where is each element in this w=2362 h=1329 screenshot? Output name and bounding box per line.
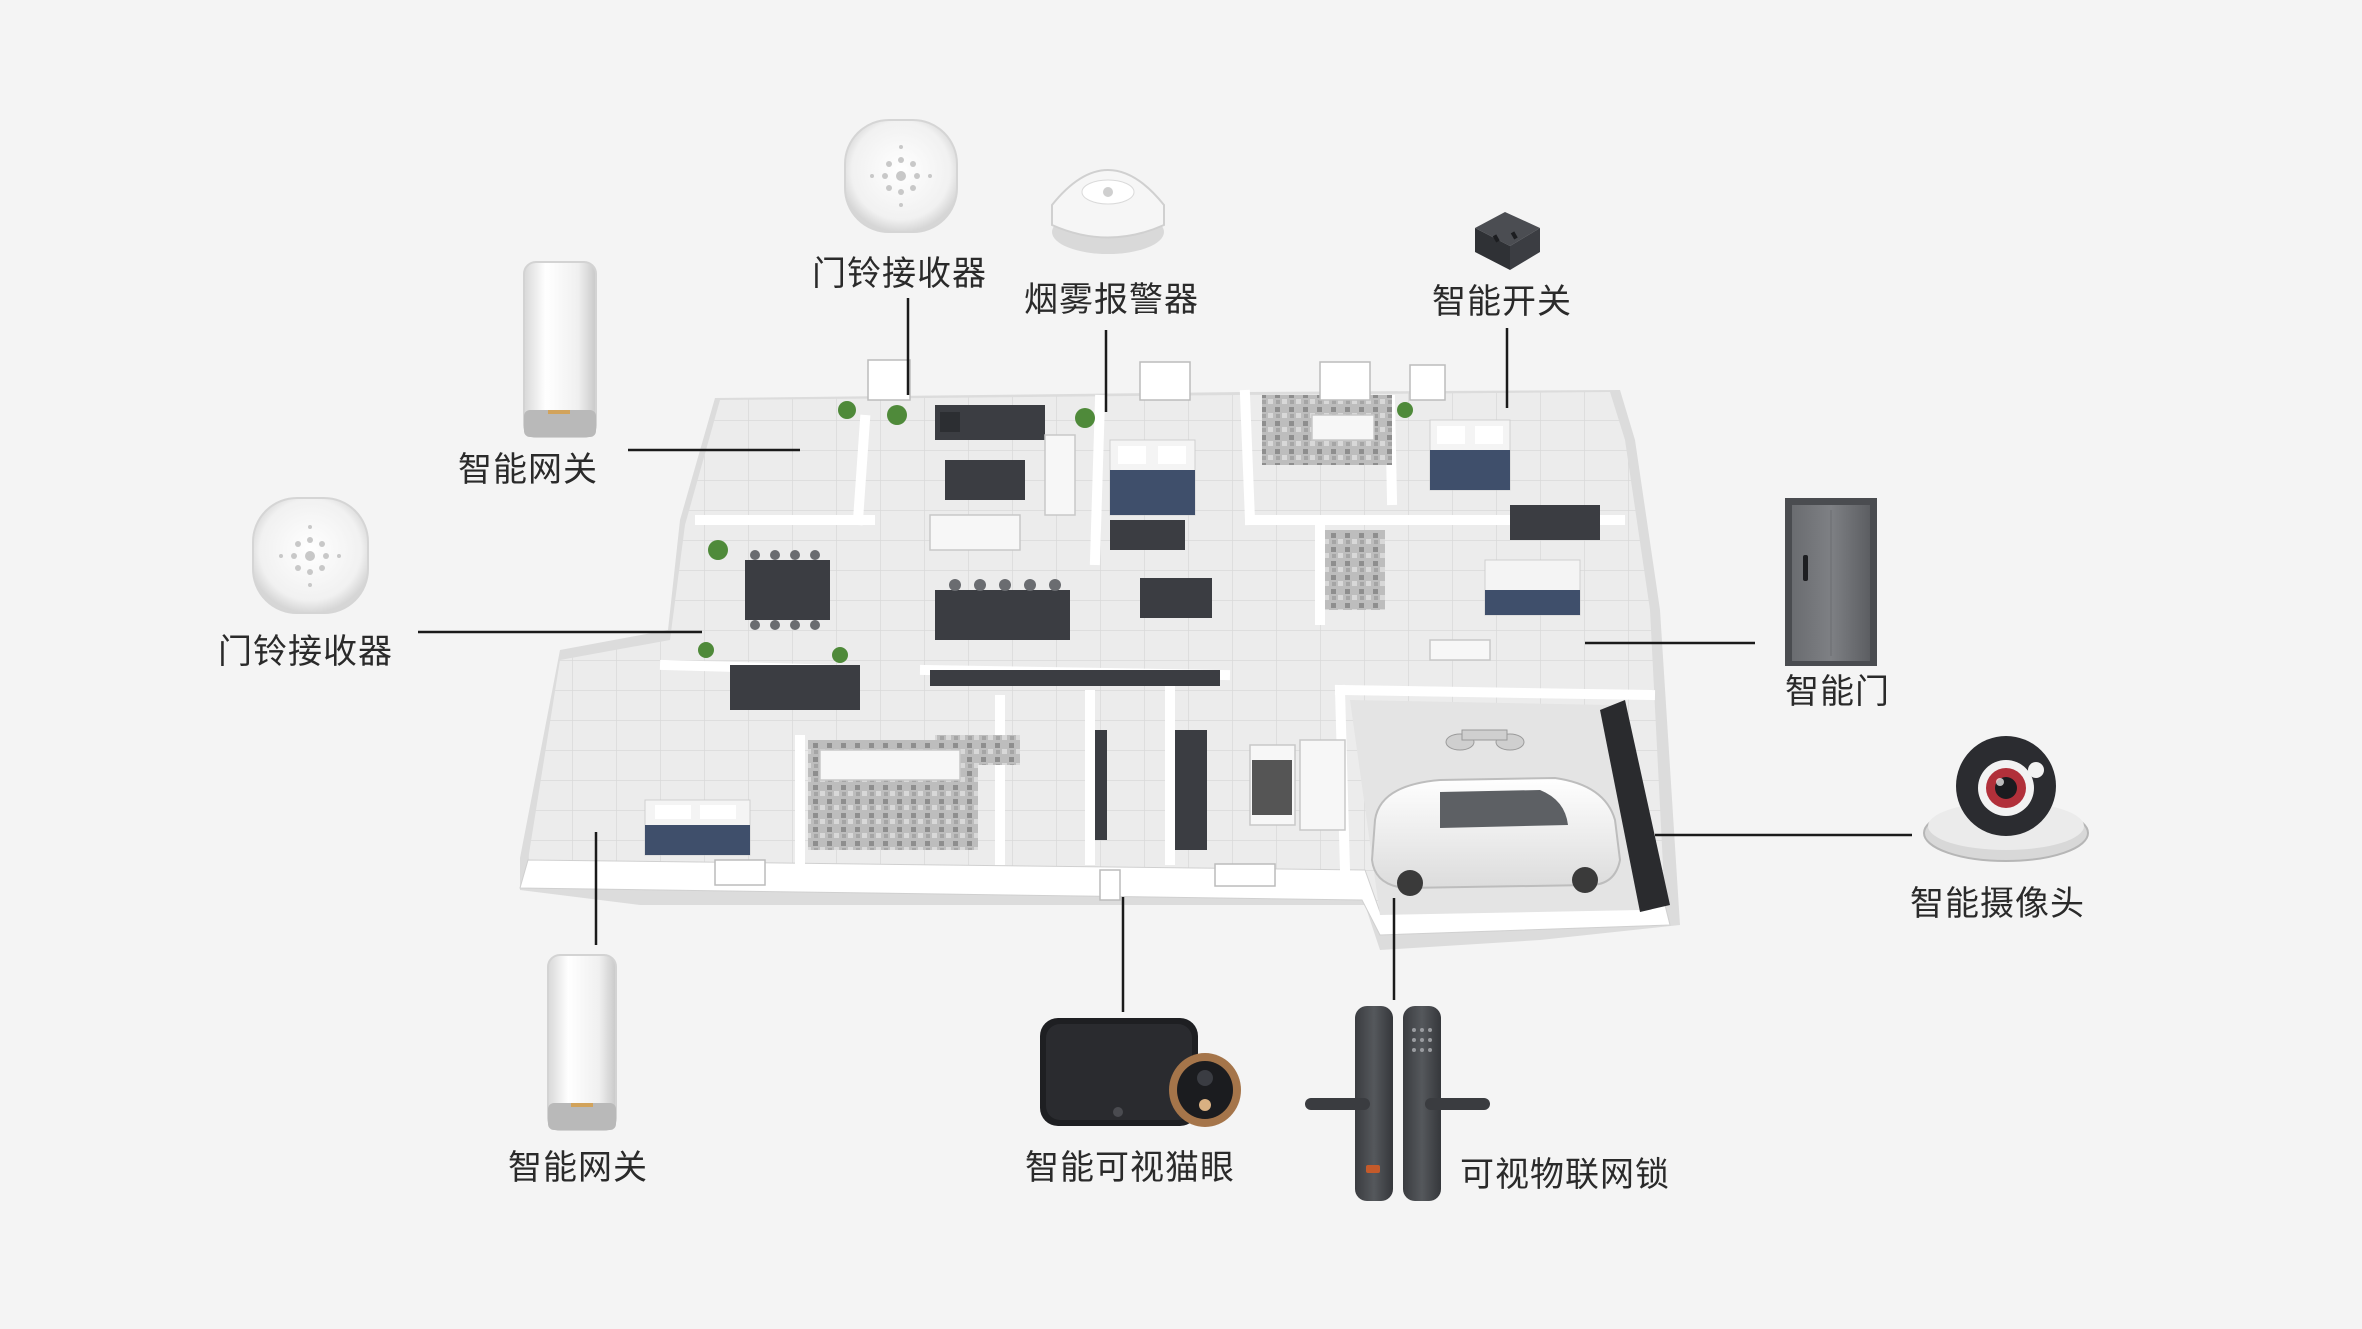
label-smart-door: 智能门	[1785, 672, 1890, 712]
floor-plan	[519, 359, 1680, 950]
dining-chairs	[750, 550, 1061, 630]
doorbell-receiver-left-device	[252, 497, 369, 614]
label-smoke-alarm: 烟雾报警器	[1024, 280, 1199, 320]
garage-door-dark	[1600, 700, 1670, 912]
smart-gateway-top-device	[523, 261, 597, 438]
bed-bottom-left	[644, 799, 751, 856]
garage	[1350, 700, 1670, 915]
windows	[714, 359, 1446, 901]
smart-door-lock-device	[1305, 1006, 1490, 1201]
bed-top-middle	[1109, 439, 1196, 516]
smart-camera-device	[1923, 736, 2089, 862]
label-smart-camera: 智能摄像头	[1910, 884, 2085, 924]
bed-middle-right	[1484, 559, 1581, 616]
smart-peephole-device	[1040, 1018, 1241, 1127]
smart-door-device	[1785, 498, 1877, 666]
car	[1370, 776, 1622, 896]
label-smart-peephole: 智能可视猫眼	[1025, 1148, 1235, 1188]
bathroom-floor-3	[1325, 530, 1385, 610]
label-smart-door-lock: 可视物联网锁	[1460, 1155, 1670, 1195]
smart-gateway-bottom-device	[547, 954, 617, 1131]
furniture-light	[819, 414, 1491, 831]
furniture-dark	[730, 405, 1600, 850]
leader-lines	[418, 298, 1912, 1012]
front-wall	[519, 859, 1671, 936]
label-smart-gateway-bottom: 智能网关	[508, 1148, 648, 1188]
smoke-alarm-device	[1051, 169, 1165, 254]
plants	[698, 401, 1413, 663]
label-doorbell-receiver-left: 门铃接收器	[218, 632, 393, 672]
doorbell-receiver-top-device	[844, 119, 958, 233]
label-smart-gateway-top: 智能网关	[458, 450, 598, 490]
label-smart-switch: 智能开关	[1432, 282, 1572, 322]
label-doorbell-receiver-top: 门铃接收器	[812, 254, 987, 294]
motorbike	[1445, 729, 1525, 751]
smart-switch-device	[1475, 212, 1540, 270]
sofa-dark	[1252, 760, 1292, 815]
bed-top-right	[1429, 419, 1511, 491]
